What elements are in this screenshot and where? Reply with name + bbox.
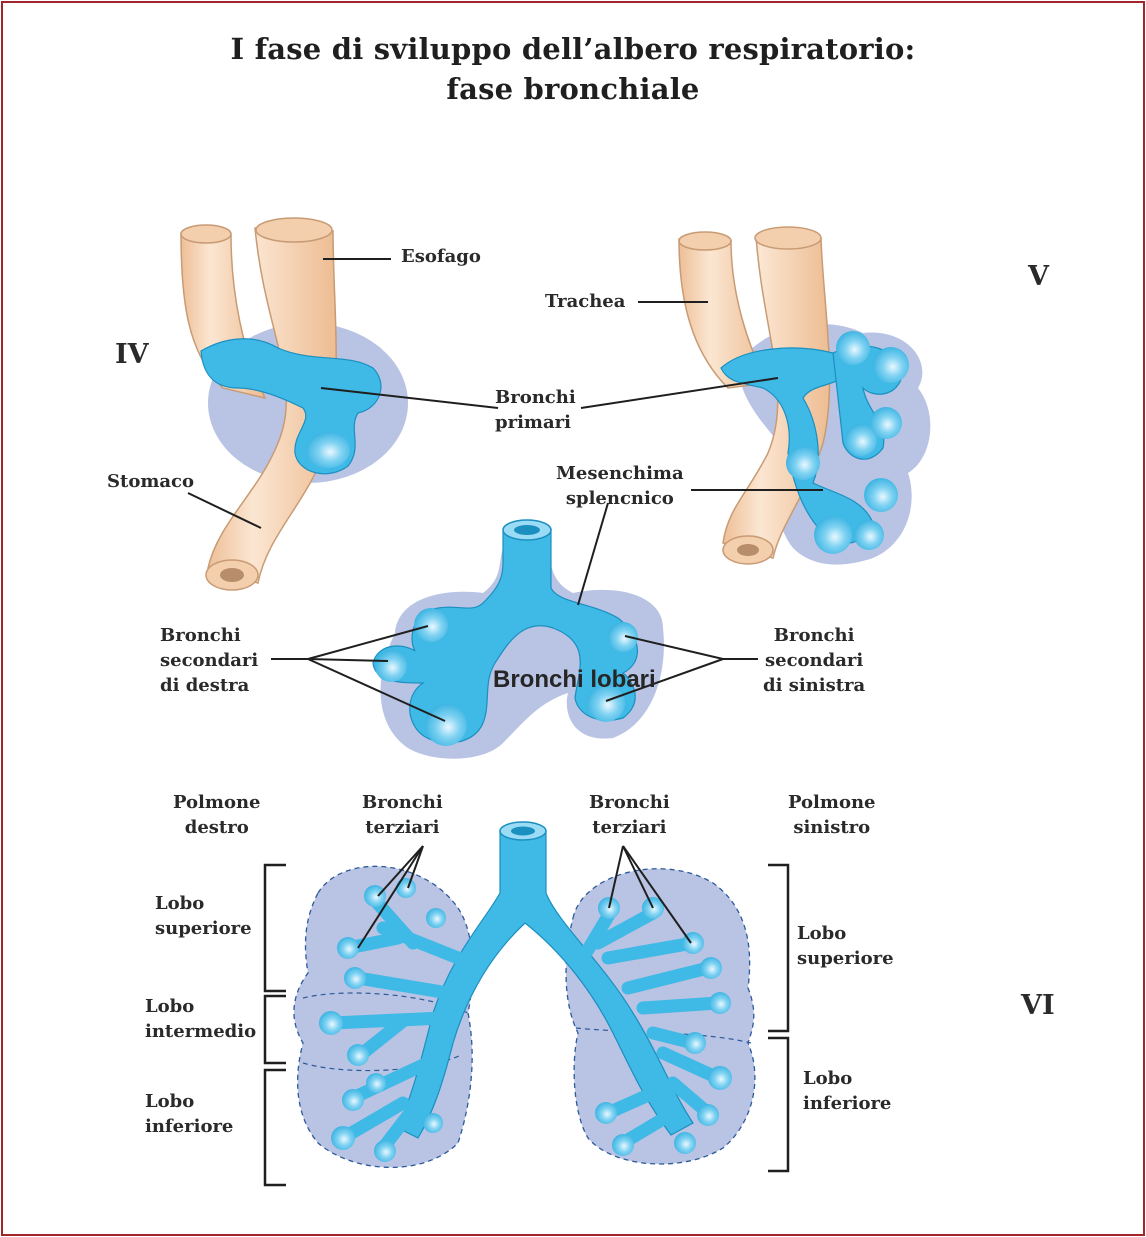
- bracket-lobo-superiore-sx: [768, 865, 788, 1031]
- lobo-intermedio-label: Lobo intermedio: [145, 994, 256, 1044]
- lobo-superiore-dx-line-1: Lobo: [155, 891, 252, 916]
- stage-iv-label: IV: [115, 339, 149, 370]
- lobar-bronchi-diagram: [373, 520, 664, 759]
- diagram-canvas: [3, 3, 1143, 1234]
- sec-destra-line-2: secondari: [160, 648, 258, 673]
- stage-v-diagram: [679, 227, 930, 565]
- lobar-trachea-lumen: [514, 525, 540, 535]
- terziari-left-line-2: terziari: [362, 815, 443, 840]
- lobo-superiore-sx-label: Lobo superiore: [797, 921, 894, 971]
- bronchi-primari-line-1: Bronchi: [495, 385, 576, 410]
- mesenchima-line-2: splencnico: [556, 486, 684, 511]
- lobo-intermedio-line-1: Lobo: [145, 994, 256, 1019]
- bronchi-primari-label: Bronchi primari: [495, 385, 576, 435]
- mesenchima-line-1: Mesenchima: [556, 461, 684, 486]
- polmone-sinistro-line-2: sinistro: [788, 815, 876, 840]
- bronchi-terziari-left-label: Bronchi terziari: [362, 790, 443, 840]
- polmone-destro-line-2: destro: [173, 815, 261, 840]
- sec-sinistra-line-2: secondari: [763, 648, 865, 673]
- trachea-label: Trachea: [545, 289, 625, 314]
- stage-iv-stomach-lumen: [220, 568, 244, 582]
- stage-v-esophagus-lumen: [737, 544, 759, 556]
- lobo-inferiore-dx-line-2: inferiore: [145, 1114, 233, 1139]
- terziari-right-line-1: Bronchi: [589, 790, 670, 815]
- lobo-superiore-sx-line-1: Lobo: [797, 921, 894, 946]
- bronchi-secondari-destra-label: Bronchi secondari di destra: [160, 623, 258, 698]
- bronchi-lobari-label: Bronchi lobari: [493, 666, 656, 694]
- lobo-superiore-sx-line-2: superiore: [797, 946, 894, 971]
- sec-destra-line-1: Bronchi: [160, 623, 258, 648]
- bracket-lobo-inferiore-dx: [265, 1070, 286, 1185]
- stage-iv-diagram: [181, 218, 408, 590]
- mesenchima-label: Mesenchima splencnico: [556, 461, 684, 511]
- mesenchima-lobar-leader-line: [578, 503, 608, 605]
- lobo-inferiore-sx-line-2: inferiore: [803, 1091, 891, 1116]
- stage-v-trachea-opening: [679, 232, 731, 250]
- bracket-lobo-superiore-dx: [265, 865, 286, 991]
- bracket-lobo-intermedio: [265, 996, 286, 1063]
- esofago-label: Esofago: [401, 244, 481, 269]
- bracket-lobo-inferiore-sx: [768, 1038, 788, 1171]
- stage-vi-label: VI: [1021, 990, 1055, 1021]
- stage-v-label: V: [1028, 261, 1049, 292]
- stage-vi-diagram: [294, 822, 755, 1167]
- stage-iv-esophagus-opening: [256, 218, 332, 242]
- lobo-superiore-dx-label: Lobo superiore: [155, 891, 252, 941]
- lobo-inferiore-sx-label: Lobo inferiore: [803, 1066, 891, 1116]
- terziari-right-line-2: terziari: [589, 815, 670, 840]
- stage-iv-bud-tip: [306, 432, 350, 468]
- stage-v-esophagus-opening: [755, 227, 821, 249]
- lobo-superiore-dx-line-2: superiore: [155, 916, 252, 941]
- lobo-inferiore-dx-line-1: Lobo: [145, 1089, 233, 1114]
- lobo-intermedio-line-2: intermedio: [145, 1019, 256, 1044]
- bronchi-secondari-sinistra-label: Bronchi secondari di sinistra: [763, 623, 865, 698]
- sec-destra-line-3: di destra: [160, 673, 258, 698]
- sec-sinistra-line-1: Bronchi: [763, 623, 865, 648]
- lobo-inferiore-dx-label: Lobo inferiore: [145, 1089, 233, 1139]
- lobo-inferiore-sx-line-1: Lobo: [803, 1066, 891, 1091]
- polmone-destro-label: Polmone destro: [173, 790, 261, 840]
- bronchi-primari-line-2: primari: [495, 410, 576, 435]
- stage-iv-trachea-opening: [181, 225, 231, 243]
- polmone-sinistro-label: Polmone sinistro: [788, 790, 876, 840]
- stage-vi-trachea-lumen: [511, 827, 535, 836]
- polmone-destro-line-1: Polmone: [173, 790, 261, 815]
- sec-sinistra-line-3: di sinistra: [763, 673, 865, 698]
- bronchi-terziari-right-label: Bronchi terziari: [589, 790, 670, 840]
- terziari-left-line-1: Bronchi: [362, 790, 443, 815]
- stomaco-label: Stomaco: [107, 469, 194, 494]
- polmone-sinistro-line-1: Polmone: [788, 790, 876, 815]
